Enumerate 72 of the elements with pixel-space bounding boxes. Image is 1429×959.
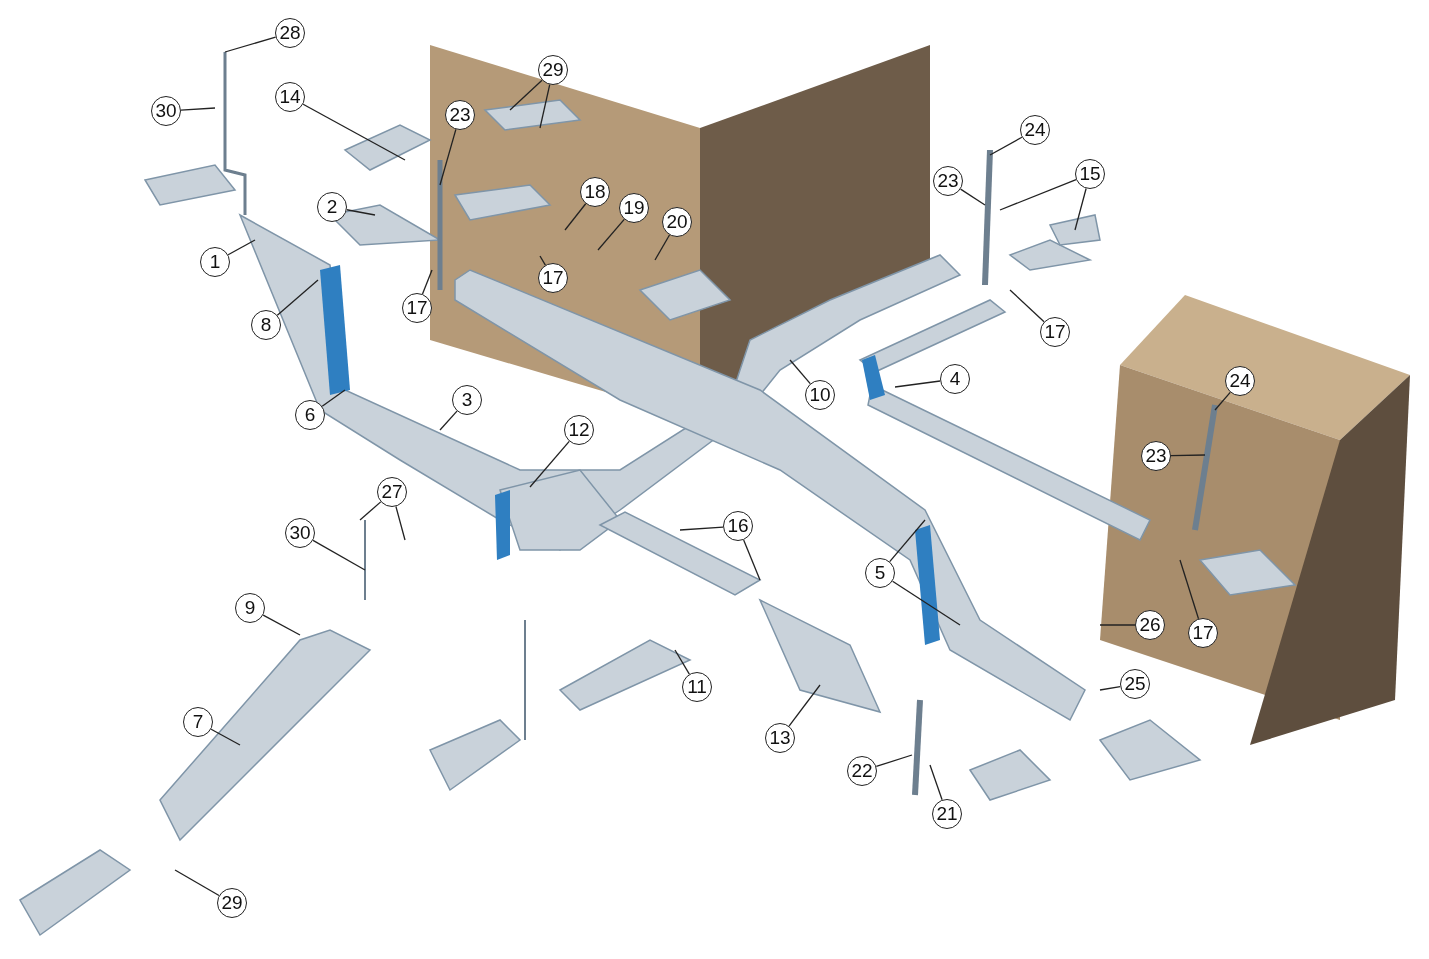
callout-number: 30 xyxy=(285,518,315,548)
leader-line xyxy=(539,84,551,129)
leader-line xyxy=(346,209,376,216)
leader-line xyxy=(999,178,1077,211)
leader-line xyxy=(262,614,301,636)
callout-number: 11 xyxy=(682,672,712,702)
leader-line xyxy=(224,36,277,53)
leader-line xyxy=(1170,454,1206,457)
leader-line xyxy=(174,869,220,897)
leader-line xyxy=(1179,559,1200,620)
callout-number: 8 xyxy=(251,310,281,340)
leader-line xyxy=(421,269,433,295)
leader-line xyxy=(276,279,319,316)
leader-line xyxy=(929,764,943,801)
callout-number: 2 xyxy=(317,192,347,222)
leader-line xyxy=(509,79,543,111)
leader-line xyxy=(674,649,690,675)
callout-number: 28 xyxy=(275,18,305,48)
leader-line xyxy=(788,684,821,727)
leader-line xyxy=(439,410,458,431)
callout-number: 24 xyxy=(1020,115,1050,145)
callout-number: 15 xyxy=(1075,159,1105,189)
callout-number: 9 xyxy=(235,593,265,623)
leader-line xyxy=(564,203,587,231)
callout-number: 6 xyxy=(295,400,325,430)
callout-number: 17 xyxy=(402,293,432,323)
callout-number: 10 xyxy=(805,380,835,410)
leader-line xyxy=(959,188,986,206)
leader-line xyxy=(597,218,625,251)
callout-number: 4 xyxy=(940,364,970,394)
leader-line xyxy=(654,234,671,261)
callout-number: 12 xyxy=(564,415,594,445)
callout-number: 14 xyxy=(275,82,305,112)
leader-line xyxy=(989,136,1023,156)
leader-line xyxy=(679,526,724,531)
callout-number: 23 xyxy=(933,166,963,196)
leader-line xyxy=(1074,187,1087,231)
leader-line xyxy=(529,440,570,488)
leader-line xyxy=(1099,685,1121,691)
callout-number: 21 xyxy=(932,799,962,829)
leader-line xyxy=(321,389,346,407)
leader-line xyxy=(210,728,241,746)
leader-line xyxy=(891,580,961,626)
leader-line xyxy=(889,519,926,563)
leader-line xyxy=(875,754,913,768)
callout-number: 29 xyxy=(538,55,568,85)
leader-line xyxy=(312,539,366,571)
leader-line xyxy=(743,539,761,581)
leader-line xyxy=(539,255,546,266)
callout-number: 27 xyxy=(377,477,407,507)
leader-line xyxy=(180,107,216,111)
callout-number: 29 xyxy=(217,888,247,918)
leader-line xyxy=(1009,289,1045,323)
callout-number: 30 xyxy=(151,96,181,126)
leader-line xyxy=(359,501,382,521)
leader-line xyxy=(302,103,406,161)
callout-number: 7 xyxy=(183,707,213,737)
leader-line xyxy=(395,505,406,541)
leader-line xyxy=(227,239,256,256)
leader-line xyxy=(1214,391,1231,411)
callout-number: 13 xyxy=(765,723,795,753)
callout-number: 17 xyxy=(1040,317,1070,347)
callout-number: 1 xyxy=(200,247,230,277)
leader-line xyxy=(789,359,811,385)
callout-number: 22 xyxy=(847,756,877,786)
leader-line xyxy=(439,128,457,186)
callout-number: 3 xyxy=(452,385,482,415)
callout-number: 16 xyxy=(723,511,753,541)
callout-number: 5 xyxy=(865,558,895,588)
leader-line xyxy=(894,380,941,388)
callout-number: 25 xyxy=(1120,669,1150,699)
leader-line xyxy=(1099,624,1136,626)
